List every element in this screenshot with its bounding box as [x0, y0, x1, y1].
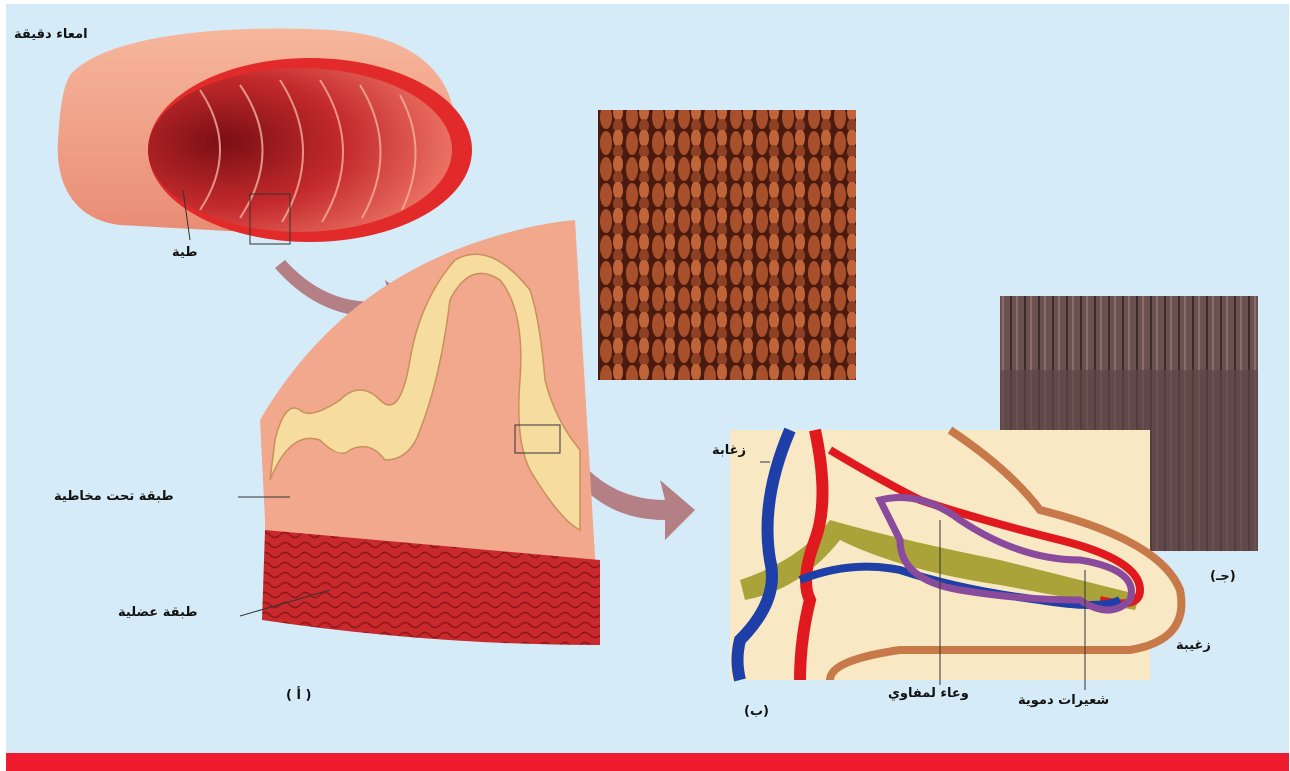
villi-micrograph	[598, 110, 856, 380]
label-submucosa: طبقة تحت مخاطية	[54, 489, 174, 505]
label-muscle-layer: طبقة عضلية	[118, 605, 198, 621]
label-villus: زغابة	[712, 443, 746, 459]
label-small-intestine: امعاء دقيقة	[14, 27, 88, 43]
label-panel-c: (جـ)	[1210, 569, 1236, 585]
intestine-tube	[58, 28, 472, 244]
label-panel-b: (ب)	[744, 704, 769, 720]
label-panel-a: ( أ )	[286, 688, 311, 704]
label-lymph-vessel: وعاء لمفاوي	[888, 686, 969, 702]
label-capillaries: شعيرات دموية	[1018, 693, 1109, 709]
label-microvilli: زغيبة	[1176, 638, 1211, 654]
label-fold: طية	[172, 245, 197, 261]
villus-diagram	[730, 430, 1181, 690]
